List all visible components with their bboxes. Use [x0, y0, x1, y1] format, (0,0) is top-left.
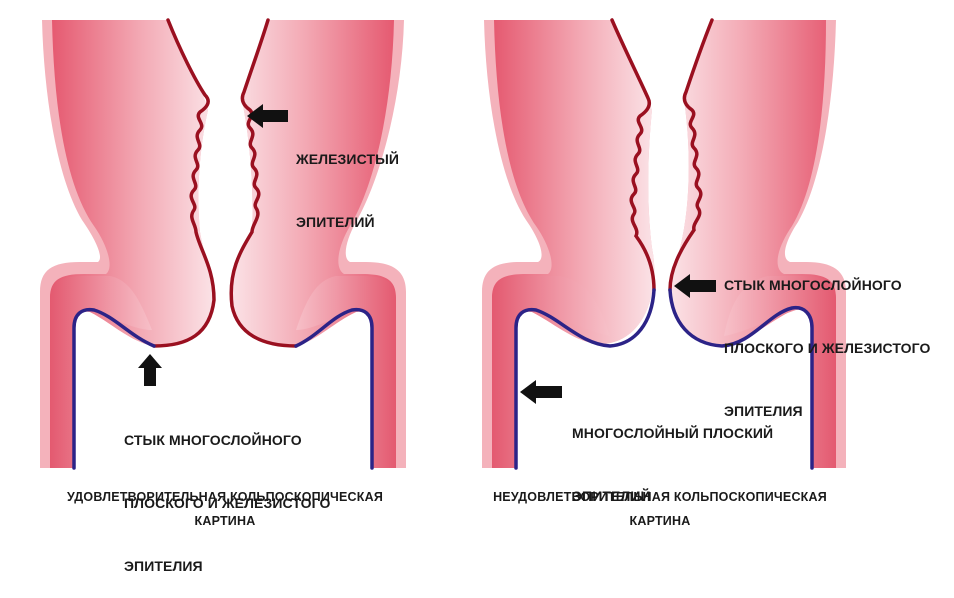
label-line: ЖЕЛЕЗИСТЫЙ — [296, 151, 400, 167]
caption-line: НЕУДОВЛЕТВОРИТЕЛЬНАЯ КОЛЬПОСКОПИЧЕСКАЯ — [493, 490, 827, 504]
glandular-epithelium-line-right — [229, 18, 298, 348]
glandular-epithelium-line-left — [152, 18, 216, 348]
label-line: ЭПИТЕЛИЯ — [124, 558, 203, 574]
caption-satisfactory: УДОВЛЕТВОРИТЕЛЬНАЯ КОЛЬПОСКОПИЧЕСКАЯ КАР… — [40, 485, 410, 533]
label-line: ЭПИТЕЛИЯ — [724, 403, 803, 419]
label-line: ЭПИТЕЛИЙ — [296, 214, 375, 230]
label-line: ПЛОСКОГО И ЖЕЛЕЗИСТОГО — [124, 495, 331, 511]
panel-satisfactory — [40, 18, 406, 470]
cervix-diagram — [40, 18, 846, 470]
arrow-junction-up — [138, 354, 162, 386]
right-tissue-half — [670, 20, 846, 468]
caption-line: КАРТИНА — [629, 514, 691, 528]
label-squamous-epithelium: МНОГОСЛОЙНЫЙ ПЛОСКИЙ ЭПИТЕЛИЙ — [572, 381, 773, 528]
right-tissue-half — [230, 20, 406, 468]
squamous-epithelium-line-left — [72, 307, 156, 470]
label-line: ЭПИТЕЛИЙ — [572, 488, 651, 504]
squamous-epithelium-line-right — [668, 288, 814, 470]
squamous-epithelium-line-right — [294, 307, 374, 470]
label-line: ПЛОСКОГО И ЖЕЛЕЗИСТОГО — [724, 340, 931, 356]
arrow-squamous-epithelium — [520, 380, 562, 404]
glandular-epithelium-line-right — [668, 18, 714, 292]
label-line: СТЫК МНОГОСЛОЙНОГО — [124, 432, 302, 448]
panel-unsatisfactory — [482, 18, 846, 470]
label-line: СТЫК МНОГОСЛОЙНОГО — [724, 277, 902, 293]
caption-unsatisfactory: НЕУДОВЛЕТВОРИТЕЛЬНАЯ КОЛЬПОСКОПИЧЕСКАЯ К… — [470, 485, 850, 533]
glandular-epithelium-line-left — [610, 18, 656, 292]
label-glandular-epithelium: ЖЕЛЕЗИСТЫЙ ЭПИТЕЛИЙ — [296, 107, 399, 254]
caption-line: УДОВЛЕТВОРИТЕЛЬНАЯ КОЛЬПОСКОПИЧЕСКАЯ — [66, 490, 384, 504]
arrow-junction-left — [674, 274, 716, 298]
label-junction-unsatisfactory: СТЫК МНОГОСЛОЙНОГО ПЛОСКОГО И ЖЕЛЕЗИСТОГ… — [724, 233, 931, 443]
arrow-glandular-epithelium — [247, 104, 288, 128]
left-tissue-half — [40, 20, 215, 468]
left-tissue-half — [482, 20, 655, 468]
caption-line: КАРТИНА — [194, 514, 256, 528]
label-line: МНОГОСЛОЙНЫЙ ПЛОСКИЙ — [572, 425, 774, 441]
squamous-epithelium-line-left — [514, 288, 656, 470]
